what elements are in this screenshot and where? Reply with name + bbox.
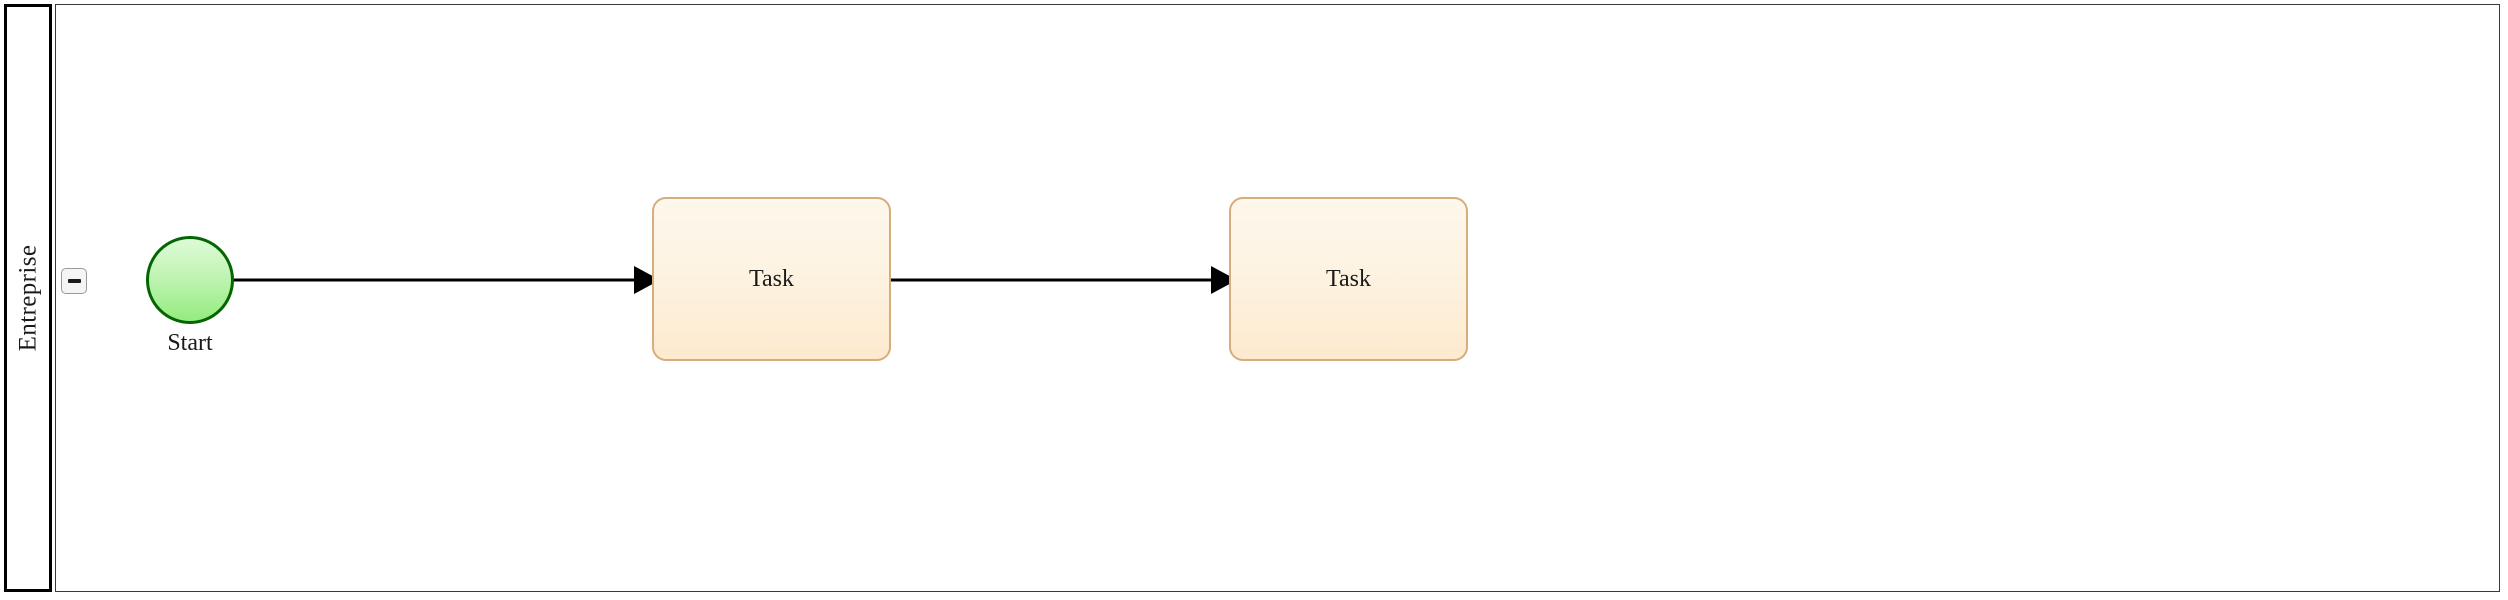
task-node-1[interactable]: Task — [652, 197, 891, 361]
start-event[interactable] — [146, 236, 234, 324]
task-label: Task — [1326, 265, 1371, 292]
minus-icon — [67, 279, 81, 283]
lane-collapse-toggle[interactable] — [61, 268, 87, 294]
lane-header[interactable]: Entreprise — [4, 4, 52, 592]
task-label: Task — [749, 265, 794, 292]
start-event-label: Start — [167, 330, 213, 356]
task-node-2[interactable]: Task — [1229, 197, 1468, 361]
start-event-circle — [146, 236, 234, 324]
lane-title: Entreprise — [14, 244, 42, 352]
